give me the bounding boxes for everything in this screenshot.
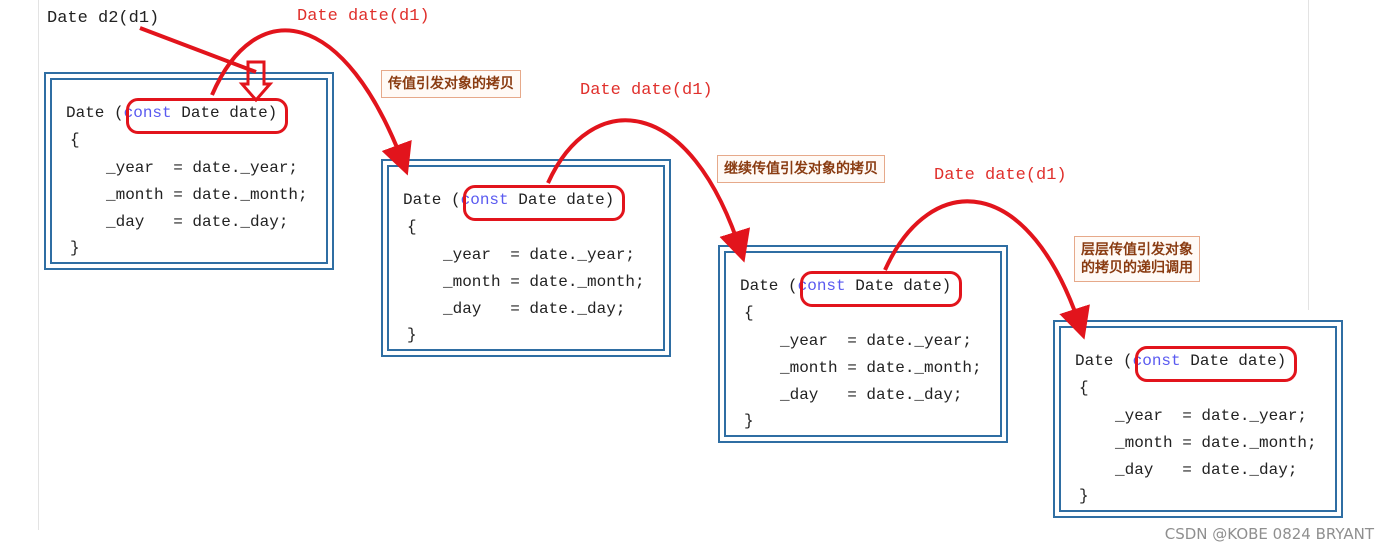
assign-month: _month = date._month;	[1115, 434, 1317, 452]
open-brace: {	[1079, 379, 1089, 397]
close-brace: }	[1079, 487, 1089, 505]
open-brace: {	[744, 304, 754, 322]
param-type-name: Date date	[1190, 352, 1277, 370]
constructor-name: Date	[403, 191, 442, 209]
note-recursive-copy: 层层传值引发对象 的拷贝的递归调用	[1074, 236, 1200, 282]
copy-call-label-1: Date date(d1)	[297, 7, 430, 26]
left-edge-line	[38, 0, 39, 530]
close-paren: )	[941, 277, 952, 295]
open-paren: (	[1123, 352, 1133, 370]
watermark: CSDN @KOBE 0824 BRYANT	[1164, 525, 1374, 543]
open-brace: {	[70, 131, 80, 149]
param-type-name: Date date	[181, 104, 268, 122]
copy-arrow-2	[546, 118, 751, 263]
assign-day: _day = date._day;	[780, 386, 963, 404]
assign-day: _day = date._day;	[1115, 461, 1298, 479]
right-edge-line	[1308, 0, 1309, 310]
copy-arrow-1	[210, 28, 412, 176]
constructor-box-3: Date (const Date date) { _year = date._y…	[718, 245, 1008, 443]
close-paren: )	[1276, 352, 1287, 370]
close-brace: }	[70, 239, 80, 257]
param-highlight	[463, 185, 625, 221]
assign-month: _month = date._month;	[443, 273, 645, 291]
assign-month: _month = date._month;	[106, 186, 308, 204]
constructor-name: Date	[740, 277, 779, 295]
param-highlight	[126, 98, 288, 134]
close-brace: }	[744, 412, 754, 430]
copy-arrow-3	[883, 199, 1090, 340]
open-paren: (	[788, 277, 798, 295]
open-paren: (	[114, 104, 124, 122]
param-type-name: Date date	[518, 191, 605, 209]
constructor-signature: Date (const Date date)	[403, 191, 614, 209]
assign-year: _year = date._year;	[1115, 407, 1308, 425]
assign-year: _year = date._year;	[443, 246, 636, 264]
constructor-name: Date	[1075, 352, 1114, 370]
open-brace: {	[407, 218, 417, 236]
call-arrow-head-icon	[238, 60, 274, 103]
constructor-box-1: Date (const Date date) { _year = date._y…	[44, 72, 334, 270]
constructor-name: Date	[66, 104, 105, 122]
constructor-signature: Date (const Date date)	[740, 277, 951, 295]
close-brace: }	[407, 326, 417, 344]
open-paren: (	[451, 191, 461, 209]
constructor-box-4: Date (const Date date) { _year = date._y…	[1053, 320, 1343, 518]
constructor-box-2: Date (const Date date) { _year = date._y…	[381, 159, 671, 357]
close-paren: )	[604, 191, 615, 209]
param-highlight	[1135, 346, 1297, 382]
assign-month: _month = date._month;	[780, 359, 982, 377]
note-continued-copy: 继续传值引发对象的拷贝	[717, 155, 885, 183]
note-pass-by-value-copy: 传值引发对象的拷贝	[381, 70, 521, 98]
assign-year: _year = date._year;	[106, 159, 299, 177]
assign-year: _year = date._year;	[780, 332, 973, 350]
param-type-name: Date date	[855, 277, 942, 295]
assign-day: _day = date._day;	[106, 213, 289, 231]
param-highlight	[800, 271, 962, 307]
close-paren: )	[267, 104, 278, 122]
assign-day: _day = date._day;	[443, 300, 626, 318]
copy-call-label-2: Date date(d1)	[580, 81, 713, 100]
constructor-signature: Date (const Date date)	[66, 104, 277, 122]
copy-construct-statement: Date d2(d1)	[47, 9, 160, 28]
call-arrow	[139, 26, 257, 74]
copy-call-label-3: Date date(d1)	[934, 166, 1067, 185]
